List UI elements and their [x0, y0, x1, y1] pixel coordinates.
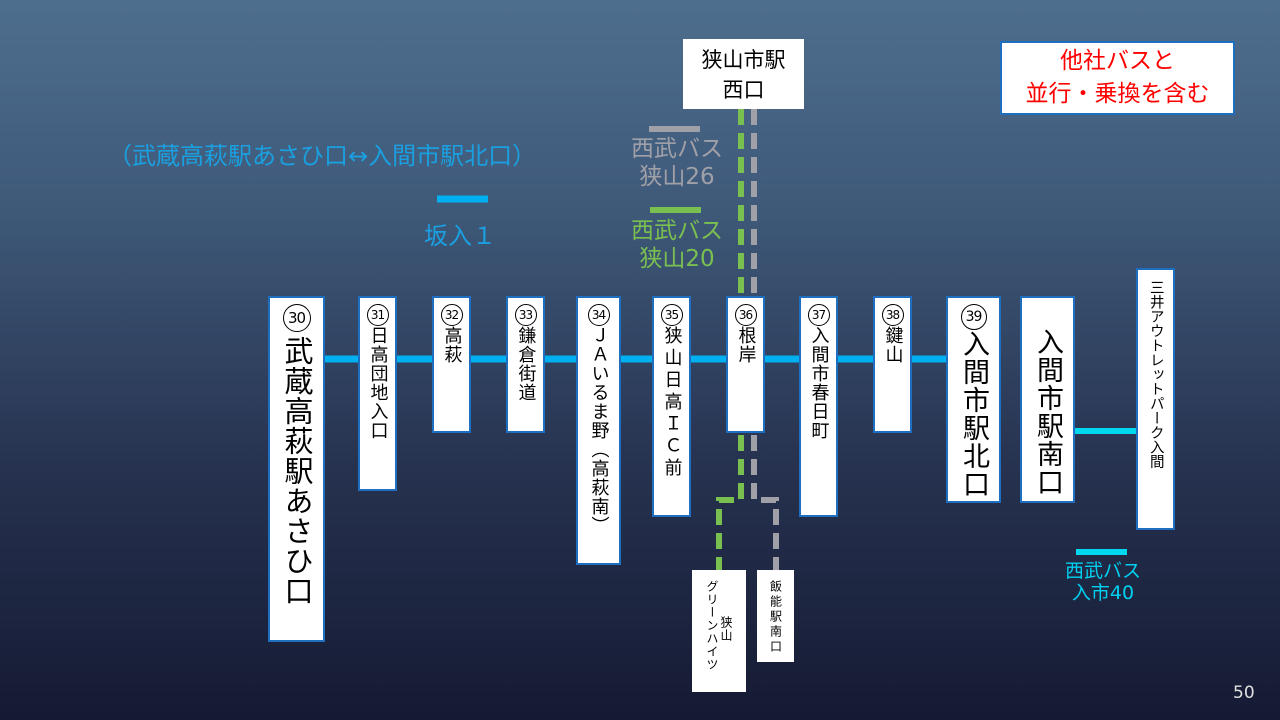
green-dashed-route — [716, 109, 744, 570]
stop-number: 34 — [587, 304, 610, 326]
gray-dashed-route — [751, 109, 779, 570]
page-number: 50 — [1233, 683, 1255, 703]
stop-name: 日高団地入口 — [367, 326, 389, 440]
stop-31: 31 日高団地入口 — [358, 296, 397, 491]
stop-number: 33 — [514, 304, 537, 326]
stop-number: 31 — [366, 304, 389, 326]
gray-route-operator: 西武バス — [631, 136, 723, 162]
green-route-label: 西武バス 狭山20 — [620, 218, 734, 273]
stop-number: 36 — [734, 304, 757, 326]
cyan-route-operator: 西武バス — [1064, 560, 1141, 582]
terminal-exit: 西口 — [722, 78, 765, 102]
gray-route-number: 狭山26 — [639, 163, 715, 190]
gray-route-label: 西武バス 狭山26 — [620, 136, 734, 191]
note-line-1: 他社バスと — [1060, 48, 1175, 74]
cyan-route-number: 入市40 — [1071, 581, 1135, 604]
stop-name: 根岸 — [735, 326, 757, 364]
stop-number: 32 — [440, 304, 463, 326]
stop-name: 高萩 — [441, 326, 463, 364]
stop-hanno-south: 飯能駅南口 — [757, 570, 794, 662]
stop-name-part: グリーンハイツ — [705, 580, 719, 671]
stop-name: 狭山日高ＩＣ前 — [661, 326, 683, 480]
stop-iruma-south: 入間市駅南口 — [1020, 296, 1075, 503]
stop-name: 入間市春日町 — [808, 326, 830, 440]
stop-35: 35 狭山日高ＩＣ前 — [652, 296, 691, 517]
stop-33: 33 鎌倉街道 — [506, 296, 545, 433]
green-route-number: 狭山20 — [639, 245, 715, 272]
terminal-name: 狭山市駅 — [701, 48, 786, 72]
stop-39: 39 入間市駅北口 — [946, 296, 1001, 503]
stop-name: 飯能駅南口 — [768, 580, 783, 655]
sayama-station-west-terminal: 狭山市駅 西口 — [683, 39, 804, 109]
stop-36: 36 根岸 — [726, 296, 765, 433]
stop-38: 38 鍵山 — [873, 296, 912, 433]
stop-name: 武蔵高萩駅あさひ口 — [280, 336, 314, 606]
cyan-route-label: 西武バス 入市40 — [1050, 560, 1156, 605]
stop-37: 37 入間市春日町 — [799, 296, 838, 517]
stop-name-part: 狭山 — [719, 616, 733, 642]
stop-name: 鎌倉街道 — [515, 326, 537, 402]
stop-34: 34 ＪＡいるま野（高萩南） — [576, 296, 621, 565]
stop-name: 入間市駅北口 — [958, 330, 989, 498]
note-line-2: 並行・乗換を含む — [1025, 81, 1210, 107]
stop-name: ＪＡいるま野（高萩南） — [588, 326, 610, 535]
stop-mitsui-outlet: 三井アウトレットパーク入間 — [1136, 268, 1175, 530]
stop-name: 鍵山 — [882, 326, 904, 364]
stop-30: 30 武蔵高萩駅あさひ口 — [268, 296, 325, 642]
stop-number: 38 — [881, 304, 904, 326]
stop-number: 37 — [807, 304, 830, 326]
stop-name: 三井アウトレットパーク入間 — [1147, 280, 1164, 469]
stop-number: 30 — [282, 304, 311, 332]
stop-number: 39 — [960, 304, 987, 330]
stop-sayama-green-heights: 狭山 グリーンハイツ — [692, 570, 746, 692]
route-endpoints-title: （武蔵高萩駅あさひ口↔入間市駅北口） — [108, 142, 537, 170]
green-route-operator: 西武バス — [631, 218, 723, 244]
note-box: 他社バスと 並行・乗換を含む — [1000, 41, 1235, 115]
stop-32: 32 高萩 — [432, 296, 471, 433]
route-name: 坂入１ — [424, 222, 496, 250]
stop-name: 入間市駅南口 — [1032, 328, 1063, 496]
stop-number: 35 — [660, 304, 683, 326]
